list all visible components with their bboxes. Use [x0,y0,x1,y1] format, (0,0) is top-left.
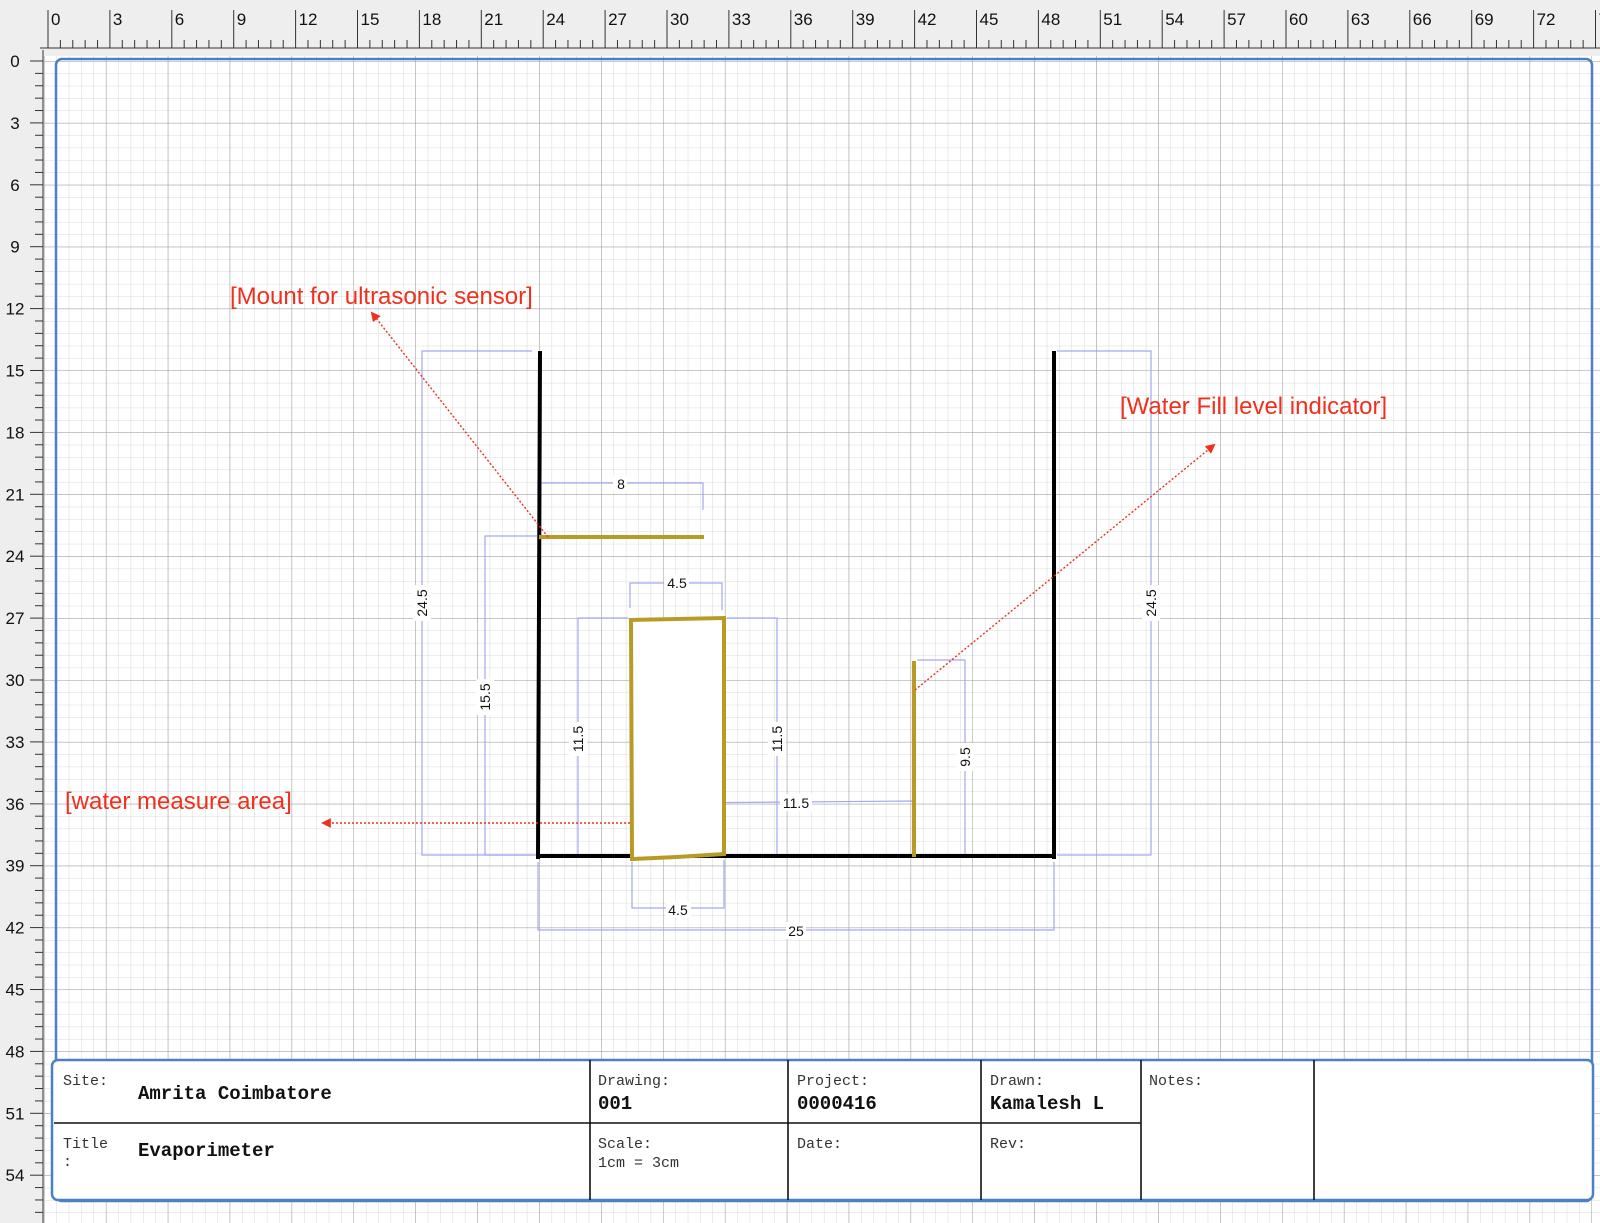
ruler-label: 51 [1103,10,1122,29]
project-label: Project: [797,1073,869,1090]
drawn-value: Kamalesh L [990,1093,1104,1115]
scale-value: 1cm = 3cm [598,1155,679,1172]
ruler-label: 27 [608,10,627,29]
ruler-label: 51 [6,1104,25,1123]
scale-label: Scale: [598,1136,652,1153]
ruler-label: 33 [732,10,751,29]
ruler-label: 0 [51,10,60,29]
ruler-label: 30 [6,671,25,690]
title-label-line1: Title [63,1136,108,1153]
ruler-label: 54 [6,1166,25,1185]
container-structure [535,350,1056,860]
ruler-label: 21 [484,10,503,29]
ruler-label: 48 [1041,10,1060,29]
title-label-line2: : [63,1154,72,1171]
ruler-label: 54 [1165,10,1184,29]
water-fill-annotation: [Water Fill level indicator] [1120,393,1387,420]
ruler-label: 24 [6,547,25,566]
dim-11-5-horizontal-label: 11.5 [783,795,809,811]
container-left-wall [535,350,543,860]
major-grid [44,56,1600,1223]
notes-label: Notes: [1149,1073,1203,1090]
dim-24-5-left-label: 24.5 [414,589,430,616]
ruler-label: 27 [6,609,25,628]
ruler-label: 36 [794,10,813,29]
dim-24-5-right-label: 24.5 [1143,589,1159,616]
annotation-arrows [321,311,1216,828]
gold-components [539,535,916,862]
project-value: 0000416 [797,1093,877,1115]
ruler-label: 42 [918,10,937,29]
ruler-label: 3 [113,10,122,29]
water-measure-cup [628,615,726,862]
ruler-label: 12 [299,10,318,29]
mount-annotation: [Mount for ultrasonic sensor] [230,283,533,310]
ruler-label: 36 [6,795,25,814]
mount-arrow [370,311,549,538]
ruler-label: 21 [6,485,25,504]
ruler-label: 57 [1227,10,1246,29]
ruler-label: 12 [6,300,25,319]
ruler-label: 42 [6,919,25,938]
ruler-label: 63 [1351,10,1370,29]
ruler-label: 66 [1413,10,1432,29]
ruler-label: 45 [980,10,999,29]
ruler-label: 6 [175,10,184,29]
ruler-label: 33 [6,733,25,752]
water-fill-arrow [914,443,1216,691]
drawn-label: Drawn: [990,1073,1044,1090]
dim-15-5-label: 15.5 [477,683,493,710]
ruler-label: 30 [670,10,689,29]
title-value: Evaporimeter [138,1140,275,1162]
ruler-label: 24 [546,10,565,29]
measure-area-annotation: [water measure area] [65,788,292,815]
site-label: Site: [63,1073,108,1090]
dim-9-5-label: 9.5 [957,747,973,767]
vertical-ruler [0,0,44,1223]
ruler-label: 39 [6,857,25,876]
rev-label: Rev: [990,1136,1026,1153]
site-value: Amrita Coimbatore [138,1083,332,1105]
ruler-label: 7 [1599,10,1600,29]
ruler-label: 18 [6,423,25,442]
ruler-label: 6 [10,176,19,195]
ruler-label: 39 [856,10,875,29]
ruler-label: 60 [1289,10,1308,29]
ruler-label: 69 [1475,10,1494,29]
ruler-label: 45 [6,981,25,1000]
ruler-label: 0 [10,52,19,71]
title-block: Site: Amrita Coimbatore Title : Evaporim… [50,1058,1595,1202]
ruler-label: 15 [361,10,380,29]
ruler-label: 15 [6,362,25,381]
drawing-value: 001 [598,1093,632,1115]
date-label: Date: [797,1136,842,1153]
dimension-label-backgrounds [413,475,1160,939]
dim-25-label: 25 [788,923,804,939]
dim-8-label: 8 [617,476,625,492]
ruler-label: 9 [237,10,246,29]
ruler-label: 72 [1537,10,1556,29]
dim-4-5-bottom-label: 4.5 [668,902,688,918]
ruler-label: 9 [10,238,19,257]
dim-11-5-right-label: 11.5 [769,726,785,752]
dim-11-5-left-label: 11.5 [570,726,586,752]
ruler-label: 3 [10,114,19,133]
ruler-label: 48 [6,1042,25,1061]
dim-4-5-top-label: 4.5 [667,575,687,591]
ruler-label: 18 [422,10,441,29]
horizontal-ruler [0,0,1600,50]
drawing-label: Drawing: [598,1073,670,1090]
